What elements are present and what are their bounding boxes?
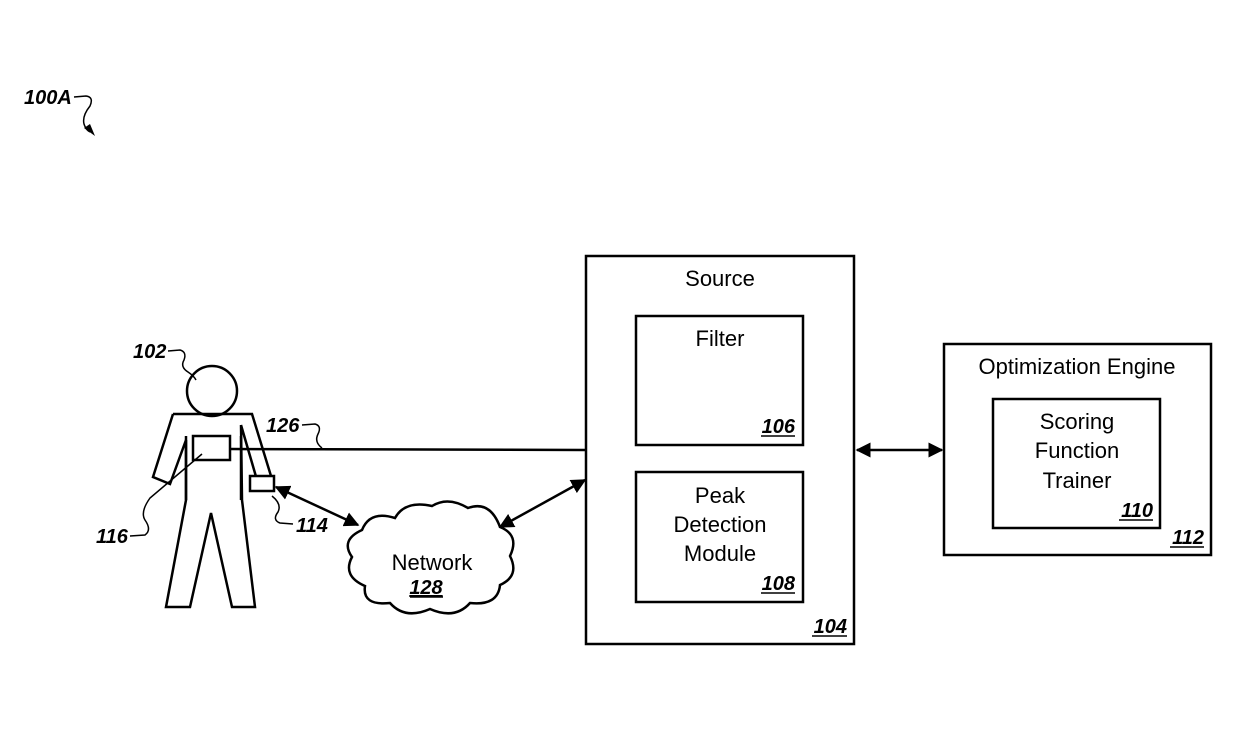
user-figure: 102 116 114 — [96, 341, 328, 607]
optimization-engine-block: Optimization Engine 112 Scoring Function… — [944, 344, 1211, 555]
figure-label-text: 100A — [24, 87, 72, 109]
wired-link-leader — [302, 424, 322, 448]
scoring-trainer-ref-label: 110 — [1121, 500, 1153, 522]
source-block: Source 104 Filter 106 Peak Detection Mod… — [586, 256, 854, 644]
wired-link-ref-label: 126 — [266, 415, 300, 437]
filter-ref-label: 106 — [762, 416, 796, 438]
wired-link: 126 — [230, 415, 586, 450]
figure-label: 100A — [24, 87, 95, 136]
wrist-device-ref-label: 114 — [296, 515, 328, 537]
network-cloud: Network 128 — [348, 501, 514, 613]
optimization-engine-title: Optimization Engine — [979, 354, 1176, 379]
user-ref-leader — [168, 350, 196, 380]
source-title: Source — [685, 266, 755, 291]
network-ref-label: 128 — [409, 577, 443, 599]
wrist-device-leader — [272, 496, 293, 524]
peak-detection-line1: Peak — [695, 483, 746, 508]
network-source-arrow — [500, 480, 585, 527]
chest-sensor-ref-label: 116 — [96, 526, 129, 548]
user-head — [187, 366, 237, 416]
peak-detection-line3: Module — [684, 541, 756, 566]
peak-detection-line2: Detection — [674, 512, 767, 537]
wired-link-line — [230, 449, 586, 450]
filter-label: Filter — [696, 326, 745, 351]
wrist-device — [250, 476, 274, 491]
source-ref-label: 104 — [814, 616, 847, 638]
scoring-trainer-line1: Scoring — [1040, 409, 1115, 434]
figure-label-arrowhead-icon — [84, 124, 95, 136]
optimization-engine-ref-label: 112 — [1172, 527, 1204, 549]
user-ref-label: 102 — [133, 341, 166, 363]
network-label: Network — [392, 550, 474, 575]
scoring-trainer-line2: Function — [1035, 438, 1119, 463]
peak-detection-ref-label: 108 — [762, 573, 796, 595]
chest-sensor-leader — [130, 454, 202, 536]
scoring-trainer-line3: Trainer — [1043, 468, 1112, 493]
